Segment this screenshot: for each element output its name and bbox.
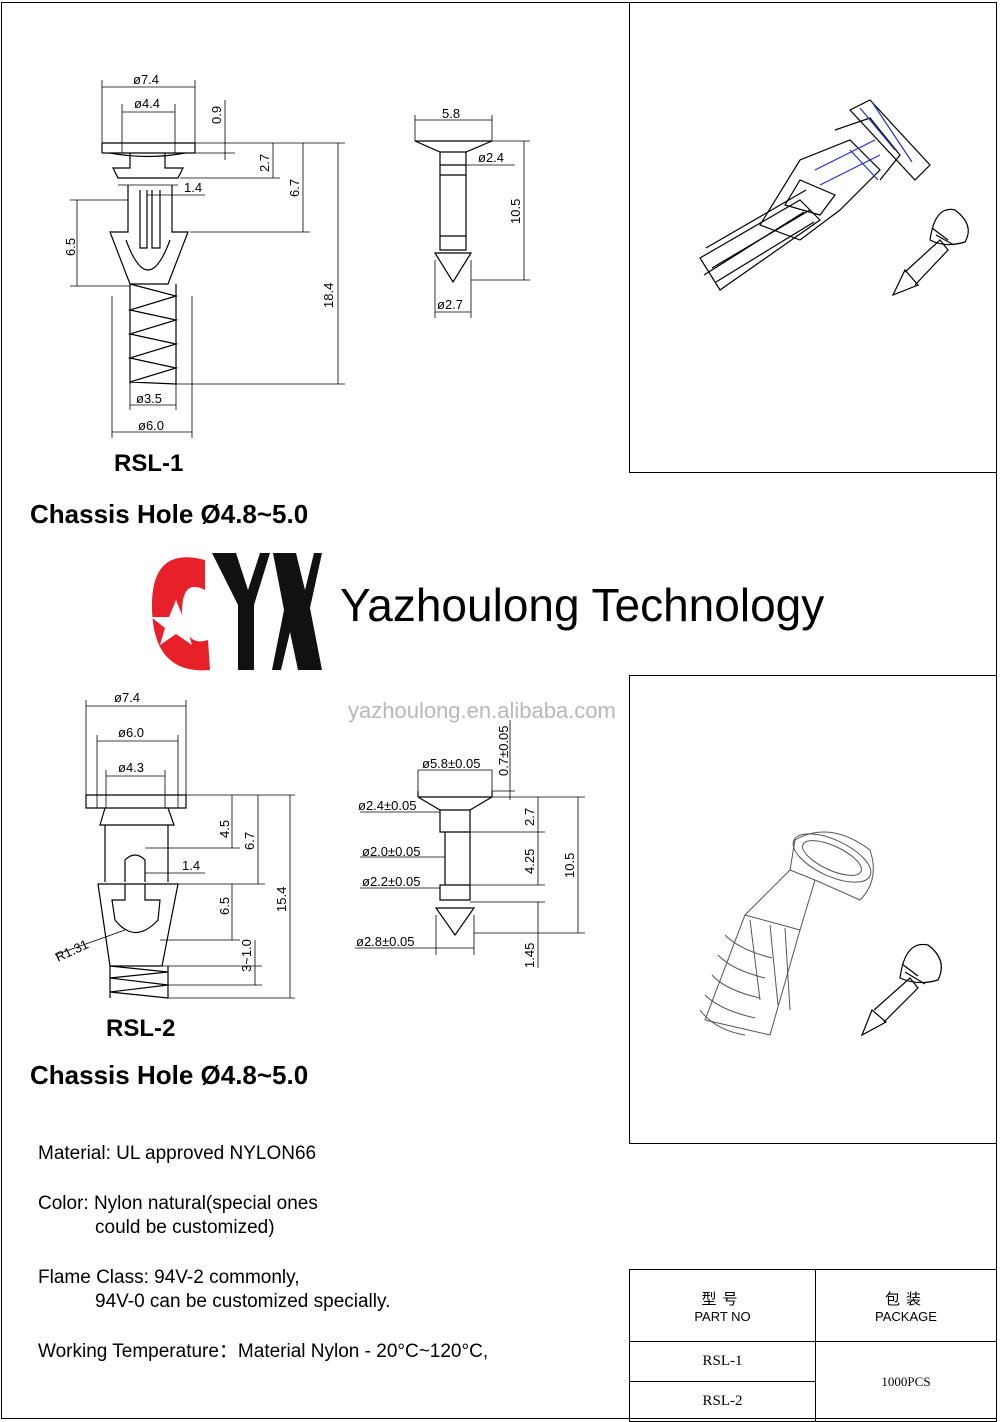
rsl2-pin-d22: ø2.2±0.05 [362,874,420,889]
rsl2-pin-h105: 10.5 [562,853,577,878]
rsl2-dim-h65: 6.5 [217,897,232,915]
spec-color-line1: Color: Nylon natural(special ones [38,1193,318,1214]
logo-x [272,553,322,670]
rsl2-dim-d60: ø6.0 [118,725,144,740]
rsl2-pin-d24: ø2.4±0.05 [358,798,416,813]
header-part-no-cn: 型号 [701,1289,744,1308]
rsl2-dim-h154: 15.4 [274,887,289,912]
row-package-qty: 1000PCS [815,1341,997,1422]
rsl1-3d-view-box [629,2,997,473]
logo-y [212,553,270,670]
rsl2-chassis-hole: Chassis Hole Ø4.8~5.0 [30,1060,309,1090]
rsl1-dim-h67: 6.7 [287,179,302,197]
rsl2-pin-h425: 4.25 [522,849,537,874]
logo-c-star [151,557,210,671]
part-package-table: 型号 PART NO 包装 PACKAGE RSL-1 1000PCS RSL-… [629,1269,997,1422]
rsl2-dim-w14: 1.4 [182,858,200,873]
rsl2-pin-t07: 0.7±0.05 [496,725,511,776]
rsl1-pin-h105: 10.5 [508,199,523,224]
rsl2-isometric-illustration [699,831,942,1037]
rsl2-pin-d58: ø5.8±0.05 [422,756,480,771]
rsl2-pin-d28: ø2.8±0.05 [356,934,414,949]
header-package-cn: 包装 [884,1289,927,1308]
spec-color: Color: Nylon natural(special ones could … [38,1192,318,1240]
rsl1-isometric-illustration [699,99,969,297]
rsl1-chassis-hole: Chassis Hole Ø4.8~5.0 [30,499,309,529]
header-part-no: 型号 PART NO [629,1269,816,1342]
rsl1-dim-d44: ø4.4 [134,96,160,111]
rsl1-label: RSL-1 [114,450,184,477]
rsl1-dim-h09: 0.9 [209,106,224,124]
spec-color-line2: could be customized) [95,1217,275,1238]
rsl1-pin-d27: ø2.7 [437,297,463,312]
rsl2-3d-view-box [629,675,997,1144]
spec-material: Material: UL approved NYLON66 [38,1143,317,1164]
company-name: Yazhoulong Technology [340,579,825,631]
rsl1-dim-w14: 1.4 [184,180,202,195]
header-part-no-en: PART NO [694,1308,751,1324]
rsl1-dim-h27: 2.7 [257,154,272,172]
spec-flame: Flame Class: 94V-2 commonly, 94V-0 can b… [38,1266,390,1314]
rsl1-dim-d74: ø7.4 [133,72,159,87]
rsl1-pin-d24: ø2.4 [478,150,504,165]
rsl2-dim-h67: 6.7 [242,832,257,850]
spec-flame-line1: Flame Class: 94V-2 commonly, [38,1267,300,1288]
rsl1-dim-h184: 18.4 [321,283,336,308]
rsl2-dim-d74: ø7.4 [114,690,140,705]
rsl2-dim-h45: 4.5 [217,820,232,838]
header-package: 包装 PACKAGE [815,1269,997,1342]
row-rsl2-part: RSL-2 [629,1381,816,1422]
row-rsl1-part: RSL-1 [629,1341,816,1382]
rsl1-dim-d35: ø3.5 [136,391,162,406]
spec-temperature: Working Temperature：Material Nylon - 20°… [38,1341,489,1362]
rsl2-dim-d43: ø4.3 [118,760,144,775]
rsl2-pin-h145: 1.45 [522,943,537,968]
header-package-en: PACKAGE [875,1308,937,1324]
rsl1-dim-d60: ø6.0 [138,418,164,433]
rsl1-pin-w58: 5.8 [442,106,460,121]
rsl2-dim-h310: 3~1.0 [239,939,254,972]
rsl2-pin-d20: ø2.0±0.05 [362,844,420,859]
rsl1-dim-h65: 6.5 [63,238,78,256]
spec-flame-line2: 94V-0 can be customized specially. [95,1291,391,1312]
rsl2-pin-h27: 2.7 [522,808,537,826]
rsl2-label: RSL-2 [106,1015,176,1042]
watermark-url: yazhoulong.en.alibaba.com [348,698,616,723]
